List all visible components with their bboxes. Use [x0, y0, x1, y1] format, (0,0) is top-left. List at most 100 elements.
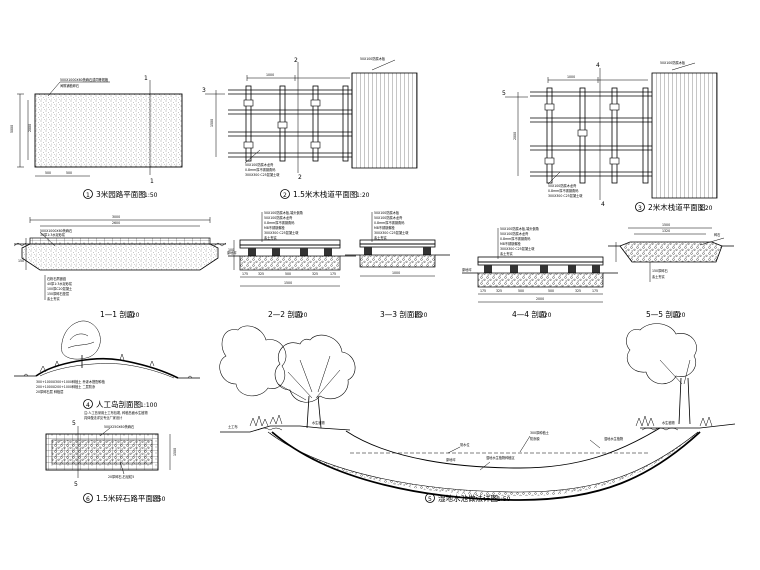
plan-15m-boardwalk: 1000 1500 2 2 3 50X100防腐木板 50X100防腐木龙骨 0…: [202, 56, 418, 199]
marker-1b: 1: [150, 178, 154, 185]
title-6-num: 6: [86, 496, 90, 503]
title-3-scale: 1:20: [699, 205, 713, 212]
s3-n3: 0.8mm厚不锈钢角码: [374, 220, 404, 225]
wetland-lbl3: 湿地水生植物种植区: [486, 455, 515, 460]
dim-s5-w: 1500: [662, 223, 670, 227]
s1-l5: 素土夯实: [47, 296, 60, 301]
s4-n2: 50X100防腐木龙骨: [500, 231, 528, 236]
dim-p3-top: 1000: [567, 75, 575, 79]
title-s11: 1—1 剖面: [100, 309, 135, 319]
dim-p1-c: 500: [66, 171, 72, 175]
section-5-5: 1500 1320 碎石 150厚碎石 素土夯实 5—5 剖面 1:20: [608, 223, 734, 319]
title-s33-scale: 1:20: [414, 312, 428, 319]
s2-n4: M8不锈钢螺栓: [264, 225, 286, 230]
dim-s4-c: 500: [518, 289, 524, 293]
title-s55-scale: 1:20: [672, 312, 686, 319]
s3-n4: M8不锈钢螺栓: [374, 225, 396, 230]
marker-3a: 3: [202, 87, 206, 94]
wetland-lbl2: 原地坪: [446, 457, 456, 462]
s2-n2: 50X100防腐木龙骨: [264, 215, 292, 220]
title-s44-scale: 1:20: [538, 312, 552, 319]
s3-n6: 素土夯实: [374, 235, 387, 240]
title-s33: 3—3 剖面图: [380, 309, 422, 319]
isl-n5: 具体做法详见专业厂家设计: [84, 415, 123, 420]
dim-s2-e: 175: [330, 272, 336, 276]
marker-5c: 5: [74, 481, 78, 488]
p6-n2: 20厚碎石,石径粒5: [108, 474, 134, 479]
title-3-num: 3: [638, 205, 642, 212]
s3-n1: 50X100防腐木板: [374, 210, 400, 215]
title-6-scale: 1:50: [152, 496, 166, 503]
title-2-num: 2: [283, 192, 287, 199]
p6-n1: 500X250X60黄麻石: [104, 424, 134, 429]
wetland-top: 水生植物: [312, 420, 326, 425]
title-6: 1.5米碎石路平面图: [96, 493, 160, 503]
wetland-lbl4: 300厚种植土: [530, 430, 550, 435]
p3-note-2: 50X100防腐木龙骨: [548, 183, 576, 188]
s4-n5: 300X300 C25混凝土墩: [500, 246, 535, 251]
s2-n1: 50X100防腐木板,端头倒角: [264, 210, 303, 215]
dim-p3-side: 2000: [513, 132, 517, 140]
dim-s4-d: 500: [548, 289, 554, 293]
wetland-lbl5: 防渗膜: [530, 436, 540, 441]
dim-s4-w: 2000: [536, 297, 544, 301]
dim-s5-w2: 1320: [662, 229, 670, 233]
wetland-left: 土工布: [228, 424, 238, 429]
dim-s2-d: 325: [312, 272, 318, 276]
wetland-lbl7: 水生植物: [662, 420, 676, 425]
title-s22: 2—2 剖面: [268, 309, 303, 319]
plan-2m-boardwalk: 1000 2000 4 4 5 50X100防腐木板 50X100防腐木龙骨 0…: [502, 60, 718, 212]
marker-2a: 2: [294, 57, 298, 64]
dim-p1-a: 500: [45, 171, 51, 175]
s5-n1: 150厚碎石: [652, 268, 668, 273]
title-5: 湿地水池做法详图: [438, 493, 498, 503]
section-2-2: 100 原地坪 175 325 500 325 175 1500 50X100防…: [227, 210, 356, 319]
plan-15m-gravel-path: 1500 5 5 500X250X60黄麻石 20厚碎石,石径粒5 6 1.5米…: [45, 420, 177, 503]
section-4-4: 原地坪 175 325 500 500 325 175 2000 50X100防…: [462, 226, 618, 319]
dim-s1-w: 3000: [112, 215, 120, 219]
title-1: 3米园路平面图: [96, 189, 146, 199]
s2-lbl: 原地坪: [227, 250, 237, 255]
isl-n2: 200+1000X200+1000种植土 二层防渗: [36, 384, 96, 389]
dim-s2-c: 500: [285, 272, 291, 276]
dim-s1-side: 150: [18, 259, 24, 263]
isl-n3: 20厚碎石层 种植层: [36, 389, 63, 394]
dim-s1-w2: 2600: [112, 221, 120, 225]
s4-n4: M8不锈钢螺栓: [500, 241, 522, 246]
p1-note-top2: 间隙铺植碎石: [60, 83, 79, 88]
s4-n6: 素土夯实: [500, 251, 513, 256]
dim-p1-b: 2000: [28, 124, 32, 132]
title-1-num: 1: [86, 192, 90, 199]
dim-p2-top: 1000: [266, 73, 274, 77]
s2-n3: 0.8mm厚不锈钢角码: [264, 220, 294, 225]
s1-n1: 30厚1:3水泥砂浆: [40, 232, 66, 237]
section-3-3: 1000 50X100防腐木板 50X100防腐木龙骨 0.8mm厚不锈钢角码 …: [345, 210, 450, 319]
dim-s2-a: 175: [242, 272, 248, 276]
title-5-num: 5: [428, 496, 432, 503]
s1-top: 500X1000X60黄麻石: [40, 228, 72, 233]
marker-2b: 2: [298, 174, 302, 181]
marker-1a: 1: [144, 75, 148, 82]
s1-l3: 100厚C20混凝土: [47, 286, 73, 291]
s2-n5: 300X300 C25混凝土墩: [264, 230, 299, 235]
dim-s2-w: 1500: [284, 281, 292, 285]
s1-l1: 石粉石屑嵌缝: [47, 276, 67, 281]
section-1-1: 3000 2600 150 500X1000X60黄麻石 30厚1:3水泥砂浆 …: [13, 215, 227, 319]
s4-n1: 50X100防腐木板,端头倒角: [500, 226, 539, 231]
dim-p2-side: 1500: [210, 119, 214, 127]
marker-4a: 4: [596, 62, 600, 69]
wetland-lbl1: 常水位: [460, 442, 470, 447]
title-3: 2米木栈道平面图: [648, 202, 705, 212]
dim-p6-w: 1500: [173, 448, 177, 456]
s3-n2: 50X100防腐木龙骨: [374, 215, 402, 220]
s5-n2: 素土夯实: [652, 274, 665, 279]
isl-n4: 注:人工岛采用土工布包裹, 种植岛面水生植物: [84, 410, 148, 415]
isl-n1: 300+1000X300+1000种植土 乔灌木搭配种植: [36, 379, 106, 384]
p2-note-1: 50X100防腐木板: [360, 56, 386, 61]
section-wetland-pool: 水生植物 土工布 常水位 原地坪 湿地水生植物种植区 300厚种植土 防渗膜 湿…: [219, 323, 736, 503]
marker-4b: 4: [601, 201, 605, 208]
title-4-num: 4: [86, 402, 90, 409]
p3-note-4: 300X300 C25混凝土墩: [548, 193, 583, 198]
marker-5a: 5: [502, 90, 506, 97]
